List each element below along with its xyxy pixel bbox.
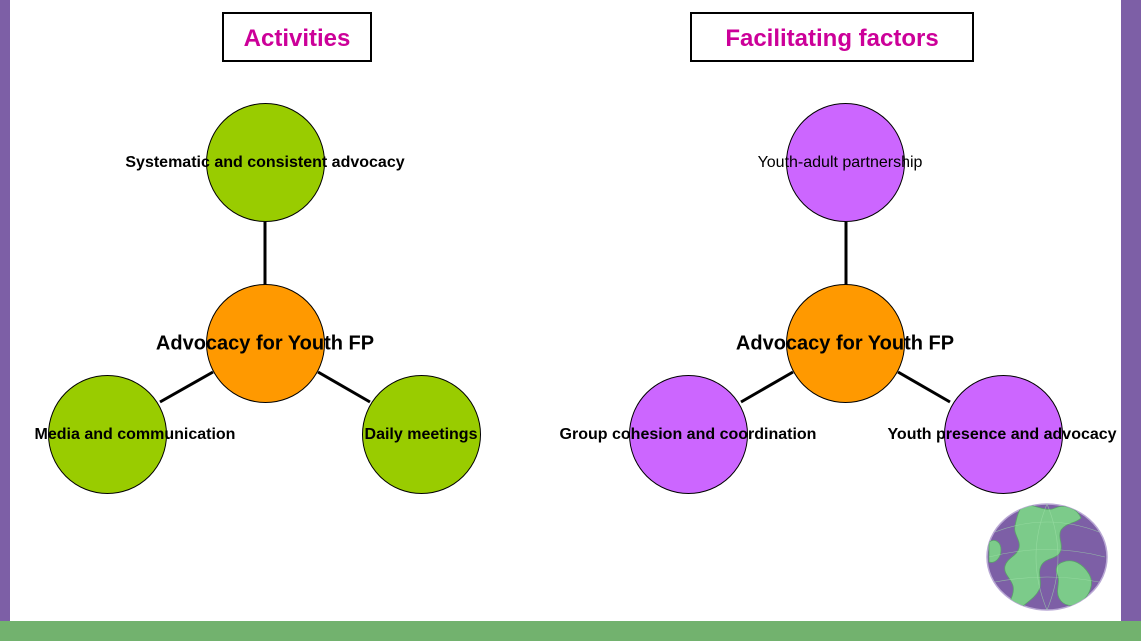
activities-center-label: Advocacy for Youth FP bbox=[155, 332, 375, 355]
factors-center-node bbox=[786, 284, 905, 403]
globe-logo-icon bbox=[986, 503, 1108, 611]
factors-left-label: Group cohesion and coordination bbox=[559, 426, 817, 443]
factors-right-label: Youth presence and advocacy bbox=[887, 426, 1117, 443]
activities-connector-left bbox=[159, 370, 214, 404]
activities-top-label: Systematic and consistent advocacy bbox=[125, 154, 405, 171]
factors-top-node bbox=[786, 103, 905, 222]
activities-connector-right bbox=[317, 370, 371, 404]
factors-right-node bbox=[944, 375, 1063, 494]
footer-bar bbox=[0, 621, 1141, 641]
activities-left-node bbox=[48, 375, 167, 494]
factors-title: Facilitating factors bbox=[690, 12, 974, 62]
activities-center-node bbox=[206, 284, 325, 403]
activities-left-label: Media and communication bbox=[34, 426, 236, 443]
factors-left-node bbox=[629, 375, 748, 494]
activities-top-node bbox=[206, 103, 325, 222]
factors-connector-left bbox=[740, 370, 794, 404]
factors-top-label: Youth-adult partnership bbox=[757, 154, 923, 171]
activities-title: Activities bbox=[222, 12, 372, 62]
factors-connector-right bbox=[897, 370, 951, 404]
slide-canvas bbox=[10, 0, 1121, 621]
activities-right-node bbox=[362, 375, 481, 494]
activities-right-label: Daily meetings bbox=[364, 426, 478, 443]
factors-center-label: Advocacy for Youth FP bbox=[735, 332, 955, 355]
